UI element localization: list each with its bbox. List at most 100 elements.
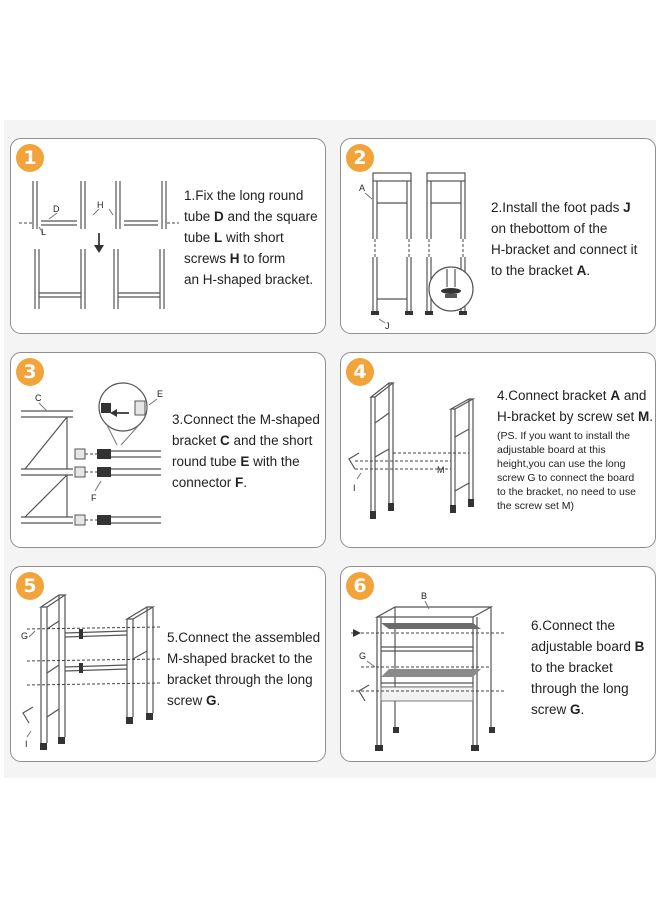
text-segment: 5.Connect the assembled [167, 630, 321, 645]
step-6-line: to the bracket [531, 657, 644, 678]
text-segment: adjustable board [531, 639, 635, 654]
step-3-line: bracket C and the short [172, 430, 320, 451]
text-segment: tube [184, 230, 215, 245]
step-4-note-line: screw G to connect the board [497, 472, 635, 484]
text-segment: 1.Fix the long round [184, 188, 304, 203]
step-4-note-line: adjustable board at this [497, 444, 606, 456]
step-1-line: screws H to form [184, 248, 318, 269]
part-letter: L [214, 230, 223, 245]
label-h: H [97, 200, 104, 210]
step-5-line: M-shaped bracket to the [167, 648, 320, 669]
label-b: B [421, 591, 427, 601]
step-6-line: 6.Connect the [531, 615, 644, 636]
text-segment: with the [249, 454, 300, 469]
text-segment: . [586, 263, 591, 278]
step-4-note-line: the screw set M) [497, 500, 575, 512]
text-segment: . [649, 409, 654, 424]
step-2-line: H-bracket and connect it [491, 239, 637, 260]
text-segment: screw [167, 693, 207, 708]
step-6-line: adjustable board B [531, 636, 644, 657]
step-1-line: tube L with short [184, 227, 318, 248]
arrow-down-icon [94, 233, 104, 253]
step-6-line: through the long [531, 678, 644, 699]
step-2-line: 2.Install the foot pads J [491, 197, 637, 218]
step-3-card: 3 C E F 3.Conne [10, 352, 326, 548]
text-segment: on thebottom of the [491, 221, 608, 236]
label-g: G [21, 631, 28, 641]
part-letter: B [634, 639, 645, 654]
step-3-line: round tube E with the [172, 451, 320, 472]
part-letter: D [214, 209, 224, 224]
part-letter: M [638, 409, 650, 424]
text-segment: screws [184, 251, 230, 266]
label-g: G [359, 651, 366, 661]
part-letter: J [623, 200, 631, 215]
text-segment: through the long [531, 681, 629, 696]
text-segment: 6.Connect the [531, 618, 616, 633]
part-letter: H [229, 251, 240, 266]
text-segment: . [216, 693, 221, 708]
part-letter: F [235, 475, 244, 490]
text-segment: bracket through the long [167, 672, 313, 687]
part-letter: C [220, 433, 230, 448]
label-l: L [41, 227, 46, 237]
step-1-line: tube D and the square [184, 206, 318, 227]
text-segment: bracket [172, 433, 221, 448]
label-i: I [353, 483, 356, 493]
step-6-number-badge: 6 [346, 572, 374, 600]
text-segment: M-shaped bracket to the [167, 651, 313, 666]
label-a: A [359, 183, 365, 193]
text-segment: an H-shaped bracket. [184, 272, 314, 287]
label-j: J [385, 321, 390, 331]
part-letter: G [570, 702, 581, 717]
text-segment: tube [184, 209, 215, 224]
step-4-note-line: height,you can use the long [497, 458, 626, 470]
step-3-line: connector F. [172, 472, 320, 493]
step-6-illustration: B G [351, 591, 506, 751]
step-1-card: 1 D H L 1.Fix the lo [10, 138, 326, 334]
step-5-line: bracket through the long [167, 669, 320, 690]
text-segment: 4.Connect bracket [497, 388, 611, 403]
step-3-illustration: C E F [21, 382, 163, 526]
step-3-text: 3.Connect the M-shaped bracket C and the … [172, 409, 320, 493]
label-e: E [157, 389, 163, 399]
label-c: C [35, 393, 42, 403]
step-4-note-line: (PS. If you want to install the [497, 430, 631, 442]
step-1-line: an H-shaped bracket. [184, 269, 318, 290]
step-5-illustration: G I [21, 594, 162, 750]
step-3-number-badge: 3 [16, 358, 44, 386]
text-segment: and [620, 388, 647, 403]
step-2-line: to the bracket A. [491, 260, 637, 281]
label-d: D [53, 204, 60, 214]
step-5-line: 5.Connect the assembled [167, 627, 320, 648]
text-segment: H-bracket by screw set [497, 409, 639, 424]
text-segment: H-bracket and connect it [491, 242, 638, 257]
text-segment: connector [172, 475, 236, 490]
arrow-left-icon [110, 409, 129, 417]
part-letter: G [206, 693, 217, 708]
part-letter: A [576, 263, 587, 278]
step-1-number-badge: 1 [16, 144, 44, 172]
step-4-line: 4.Connect bracket A and [497, 385, 653, 406]
step-4-illustration: M I [348, 382, 476, 519]
step-1-text: 1.Fix the long round tube D and the squar… [184, 185, 318, 290]
step-1-illustration: D H L [19, 181, 179, 309]
text-segment: 2.Install the foot pads [491, 200, 624, 215]
step-5-number-badge: 5 [16, 572, 44, 600]
text-segment: to form [239, 251, 286, 266]
step-2-illustration: A J [359, 172, 474, 331]
step-3-line: 3.Connect the M-shaped [172, 409, 320, 430]
step-2-line: on thebottom of the [491, 218, 637, 239]
text-segment: . [580, 702, 585, 717]
text-segment: with short [222, 230, 284, 245]
step-4-note-line: to the bracket, no need to use [497, 486, 636, 498]
step-1-line: 1.Fix the long round [184, 185, 318, 206]
text-segment: 3.Connect the M-shaped [172, 412, 320, 427]
